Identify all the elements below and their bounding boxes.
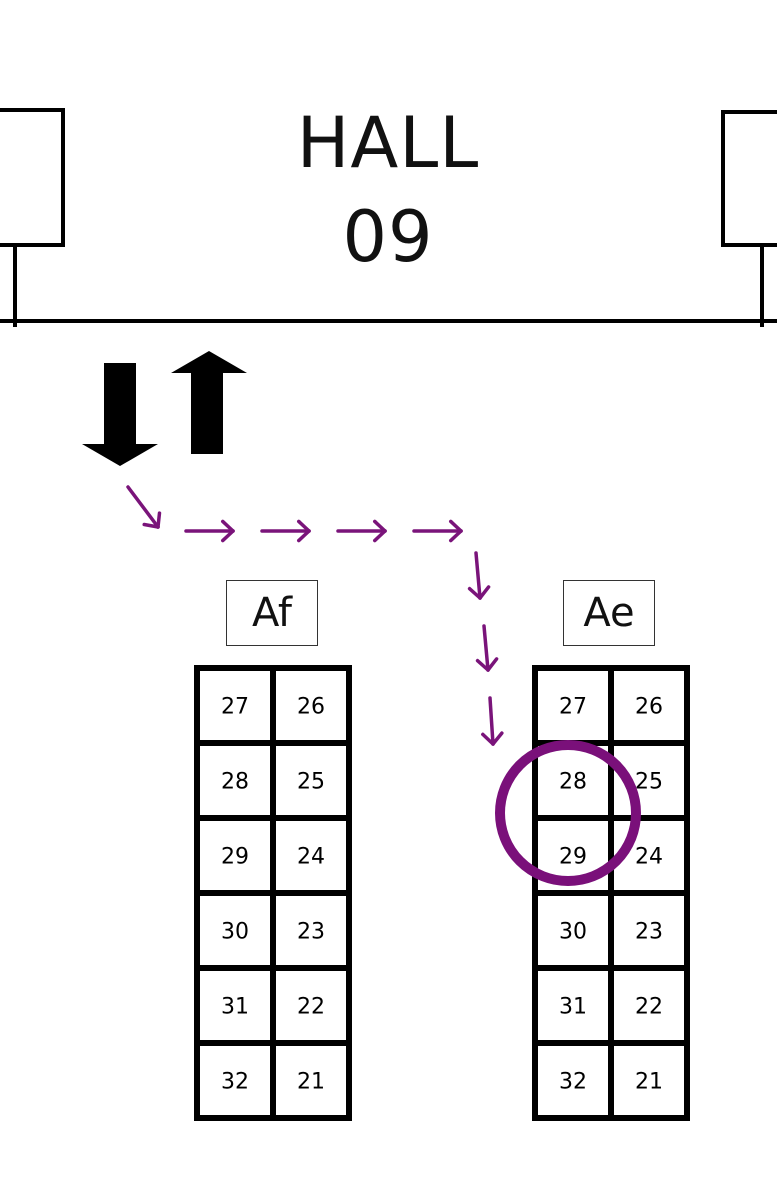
seat-number: 23: [635, 920, 663, 945]
seat-number: 22: [635, 995, 663, 1020]
seat-number: 30: [559, 920, 587, 945]
seat-number: 23: [297, 920, 325, 945]
left-pillar-box: [0, 108, 65, 247]
hall-wall: [0, 108, 777, 327]
seat-cell[interactable]: [270, 1040, 352, 1121]
seat-number: 31: [221, 995, 249, 1020]
highlight-circle: [495, 740, 641, 886]
seat-number: 28: [559, 770, 587, 795]
route-arrow: [336, 519, 387, 543]
seat-number: 32: [559, 1070, 587, 1095]
seat-cell[interactable]: [270, 890, 352, 971]
route-arrow: [467, 551, 491, 600]
route-arrow: [126, 485, 162, 529]
seat-number: 25: [635, 770, 663, 795]
seat-number: 31: [559, 995, 587, 1020]
hall-title: HALL: [296, 102, 480, 184]
seat-number: 30: [221, 920, 249, 945]
seat-cell[interactable]: [270, 665, 352, 746]
seat-cell[interactable]: [608, 965, 690, 1046]
seat-number: 28: [221, 770, 249, 795]
seat-grids: 27 26 28 25 29 24 30 23 31 22 32 21 27 26 28 25 29 24 30 23…: [194, 665, 690, 1121]
seat-cell[interactable]: [270, 740, 352, 821]
seat-cell[interactable]: [270, 815, 352, 896]
seat-number: 29: [559, 845, 587, 870]
seat-cell[interactable]: [608, 1040, 690, 1121]
right-pillar-box: [721, 110, 777, 247]
zone-tag-af: Af: [226, 580, 318, 646]
route-arrow: [260, 519, 311, 543]
seat-number: 25: [297, 770, 325, 795]
arrow-down-icon: [82, 363, 158, 466]
seat-cell[interactable]: [532, 1040, 614, 1121]
seat-grid-af: 27 26 28 25 29 24 30 23 31 22 32 21: [194, 665, 352, 1121]
seat-number: 24: [297, 845, 325, 870]
seat-number: 32: [221, 1070, 249, 1095]
route-arrow: [412, 519, 463, 543]
seat-cell[interactable]: [608, 665, 690, 746]
arrow-up-icon: [171, 351, 247, 454]
zone-tag-ae: Ae: [563, 580, 655, 646]
seat-number: 21: [297, 1070, 325, 1095]
seat-cell[interactable]: [532, 665, 614, 746]
seat-number: 26: [635, 695, 663, 720]
route-arrow: [481, 696, 504, 746]
hall-number: 09: [342, 196, 434, 278]
seat-number: 27: [221, 695, 249, 720]
seat-grid-ae: 27 26 28 25 29 24 30 23 31 22 32 21: [532, 665, 690, 1121]
route-arrow: [475, 624, 499, 672]
seat-number: 27: [559, 695, 587, 720]
seat-number: 24: [635, 845, 663, 870]
seat-number: 26: [297, 695, 325, 720]
seat-number: 21: [635, 1070, 663, 1095]
walking-route: [126, 485, 504, 746]
seat-number: 29: [221, 845, 249, 870]
seat-cell[interactable]: [532, 890, 614, 971]
seat-cell[interactable]: [608, 890, 690, 971]
route-arrow: [184, 519, 235, 543]
seat-number: 22: [297, 995, 325, 1020]
entrance-arrows: [82, 351, 247, 466]
